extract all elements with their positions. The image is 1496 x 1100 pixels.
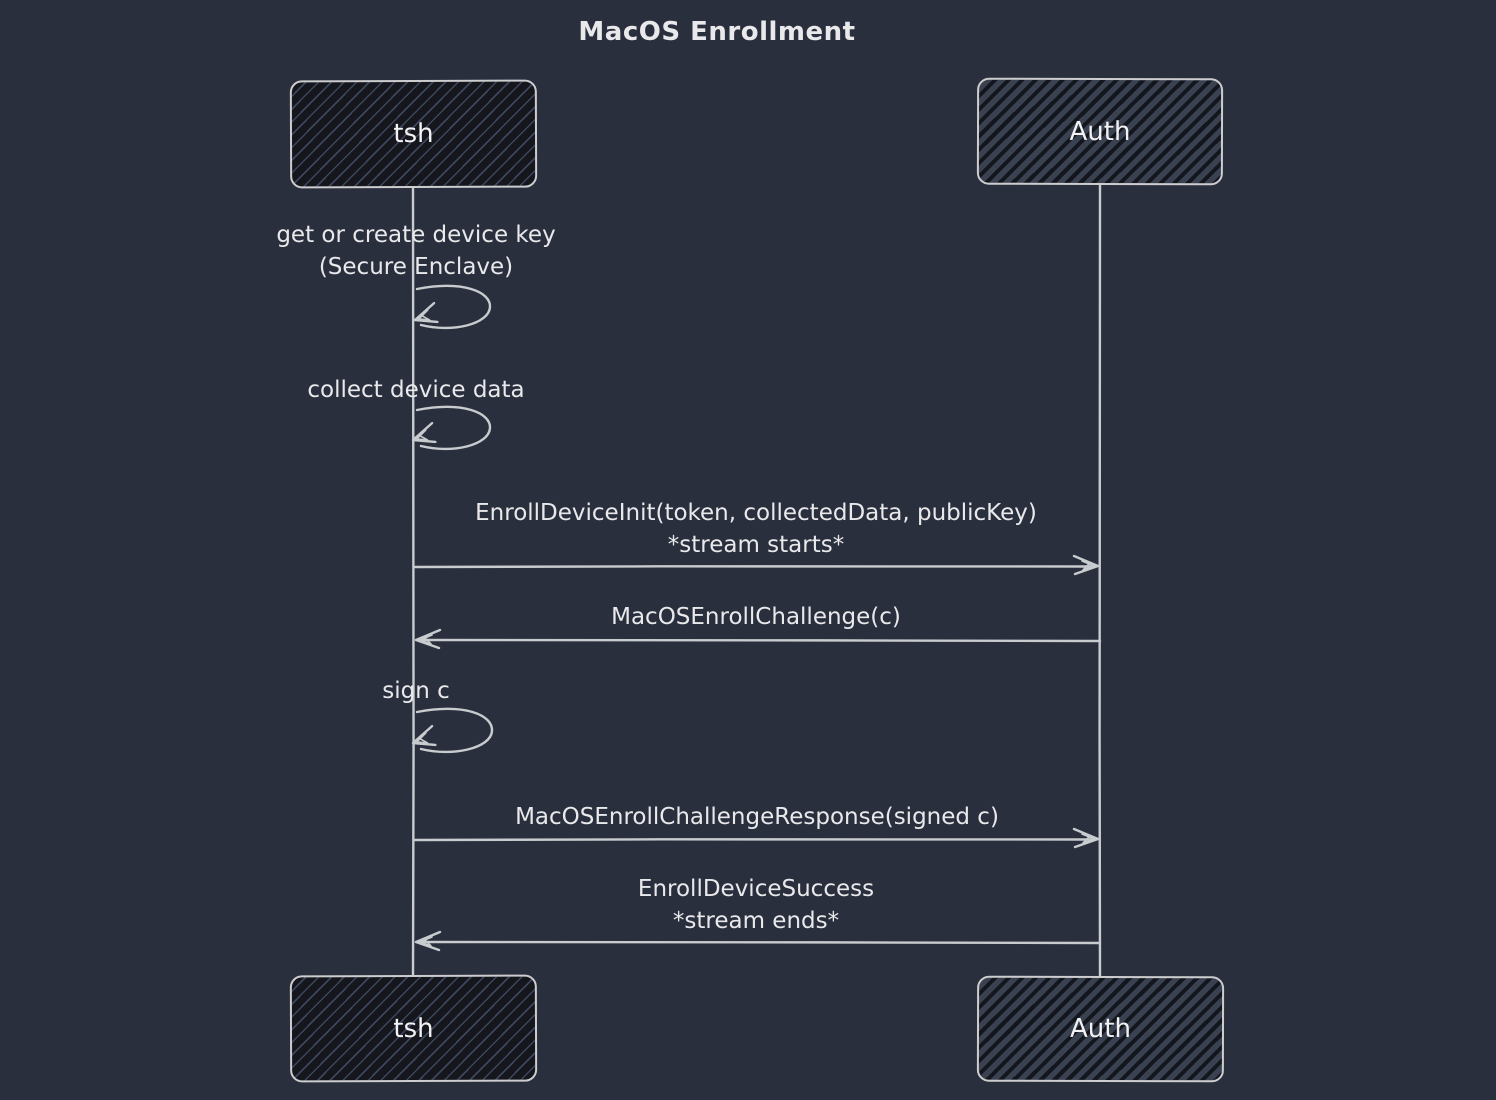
message-line: get or create device key (276, 222, 556, 248)
arrowhead-icon (414, 930, 442, 952)
message-line: EnrollDeviceInit(token, collectedData, p… (475, 500, 1037, 526)
actor-label-tsh: tsh (393, 118, 434, 150)
message-line: *stream ends* (672, 908, 840, 934)
diagram-title: MacOS Enrollment (578, 17, 856, 47)
actor-box-tsh-top: tsh (289, 79, 538, 189)
message-line: EnrollDeviceSuccess (637, 876, 875, 902)
actor-box-auth-bottom: Auth (976, 975, 1225, 1083)
actor-label-auth: Auth (1069, 116, 1131, 147)
message-label-sign-c: sign c (382, 675, 450, 707)
lifeline-auth (1098, 183, 1102, 979)
message-line: collect device data (307, 377, 525, 403)
message-label-enroll-challenge: MacOSEnrollChallenge(c) (611, 601, 901, 633)
arrowhead-icon (411, 421, 437, 444)
message-label-enroll-success: EnrollDeviceSuccess *stream ends* (638, 873, 874, 937)
message-label-challenge-response: MacOSEnrollChallengeResponse(signed c) (515, 801, 999, 833)
actor-box-tsh-bottom: tsh (289, 974, 538, 1083)
lifeline-tsh (411, 186, 415, 979)
arrow-enroll-challenge (414, 628, 1102, 650)
actor-box-auth-top: Auth (976, 77, 1224, 186)
arrowhead-icon (414, 628, 442, 650)
arrowhead-icon (413, 301, 439, 324)
arrow-enroll-device-init (413, 554, 1100, 576)
self-loop-device-key (413, 284, 492, 330)
message-label-device-key: get or create device key (Secure Enclave… (276, 219, 555, 283)
arrow-enroll-success (414, 930, 1102, 952)
message-line: sign c (382, 678, 450, 704)
actor-label-auth: Auth (1069, 1013, 1132, 1045)
arrowhead-icon (1072, 554, 1100, 576)
message-line: (Secure Enclave) (318, 254, 514, 280)
message-label-collect-data: collect device data (307, 374, 524, 406)
message-line: *stream starts* (667, 532, 845, 558)
arrow-challenge-response (413, 827, 1100, 849)
arrowhead-icon (1072, 827, 1100, 849)
arrowhead-icon (411, 724, 437, 747)
message-label-enroll-device-init: EnrollDeviceInit(token, collectedData, p… (475, 497, 1037, 561)
self-loop-collect-data (411, 405, 492, 451)
self-loop-sign-c (411, 707, 494, 754)
message-line: MacOSEnrollChallengeResponse(signed c) (515, 804, 999, 830)
message-line: MacOSEnrollChallenge(c) (611, 604, 901, 630)
actor-label-tsh: tsh (393, 1013, 434, 1044)
